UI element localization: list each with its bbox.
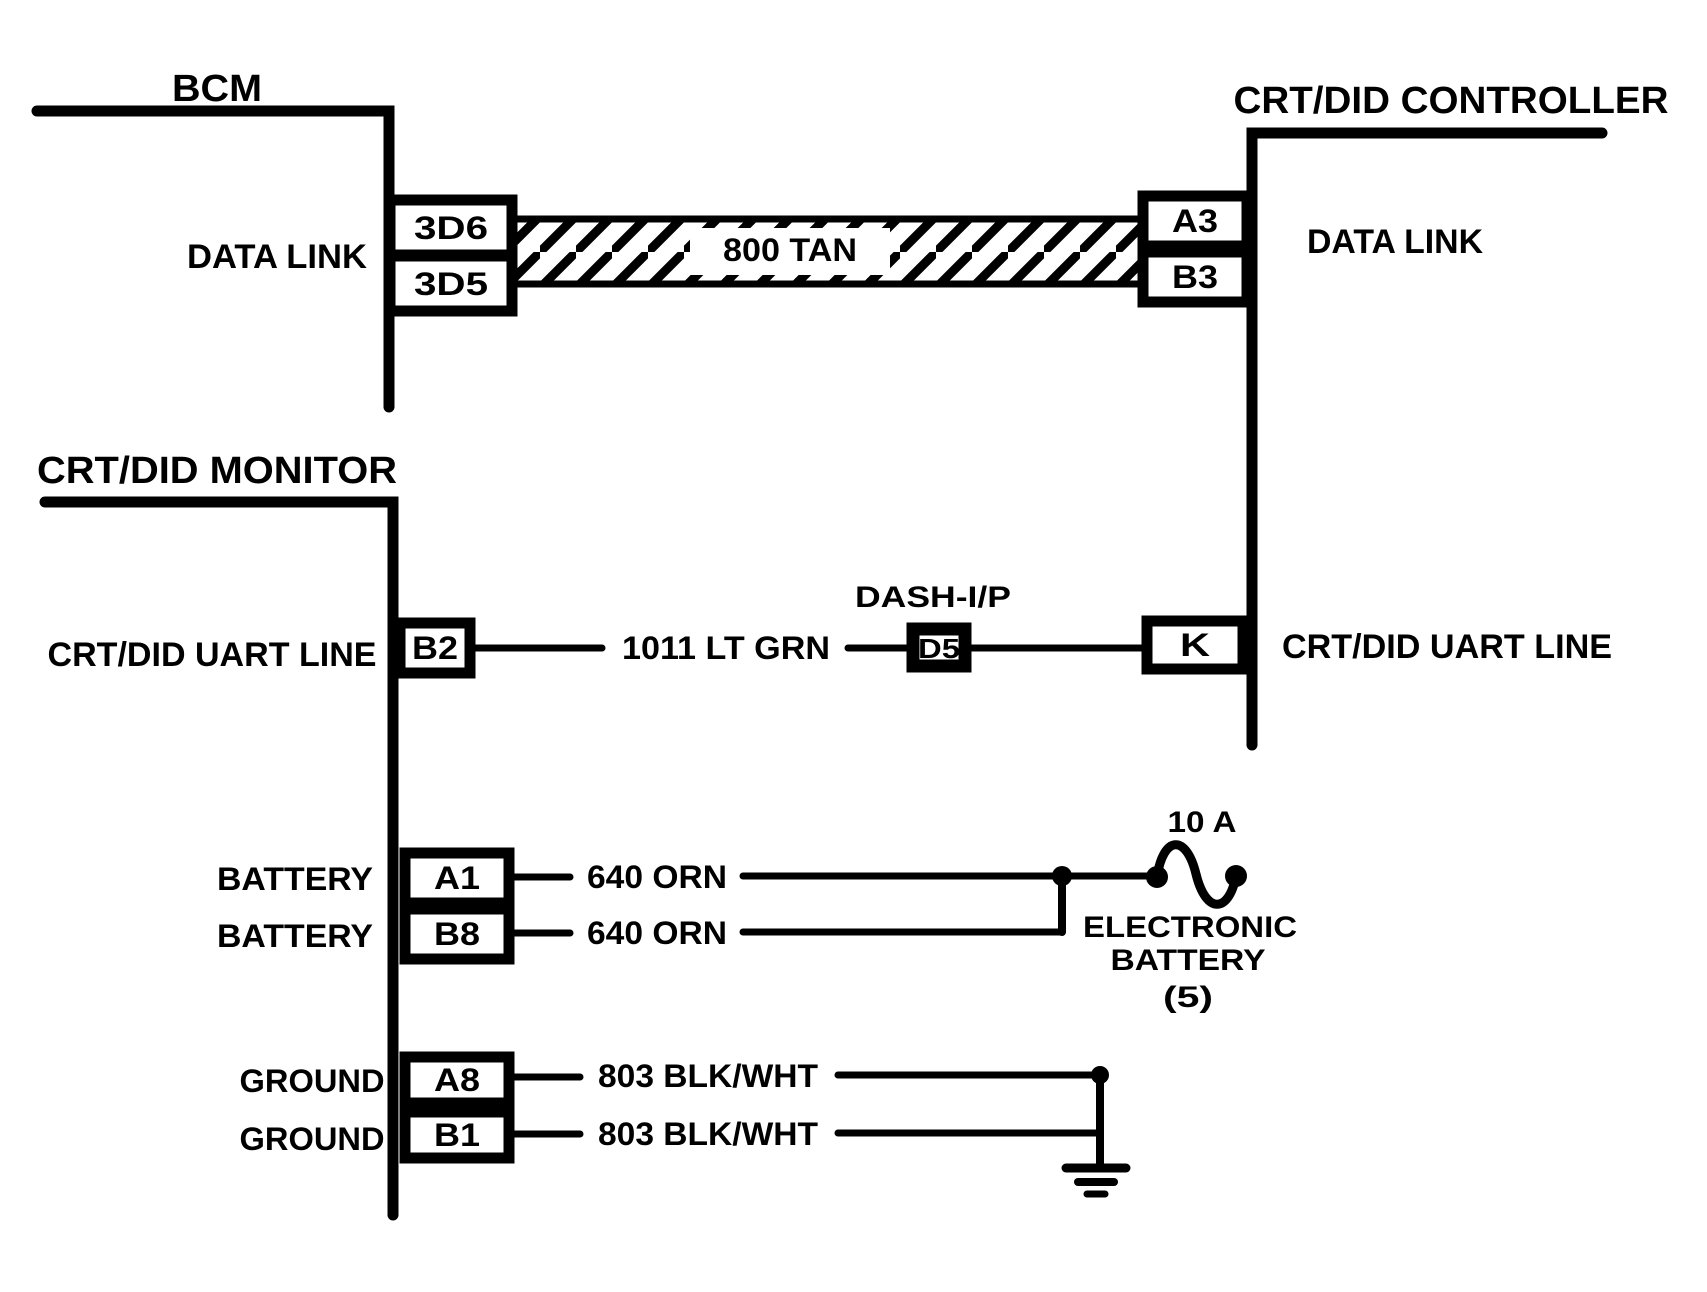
uart-wire-label: 1011 LT GRN <box>622 630 830 666</box>
ground-label-b1: GROUND <box>240 1121 385 1157</box>
ground-wire-a8-label: 803 BLK/WHT <box>598 1058 818 1094</box>
ground-wires: 803 BLK/WHT 803 BLK/WHT <box>510 1058 1131 1198</box>
pin-label-a8: A8 <box>434 1062 480 1098</box>
uart-wire: 1011 LT GRN DASH-I/P D5 <box>471 581 1145 673</box>
pin-box-b3 <box>1137 246 1253 308</box>
battery-wires: 640 ORN 640 ORN <box>510 859 1156 951</box>
pin-label-a1: A1 <box>434 860 480 896</box>
connector-box-d5 <box>906 622 972 673</box>
battery-label-a1: BATTERY <box>217 861 373 897</box>
connector-pin-label-d5: D5 <box>918 633 960 664</box>
battery-wire-b8-label: 640 ORN <box>587 915 727 951</box>
battery-wire-a1-label: 640 ORN <box>587 859 727 895</box>
pin-box-b1 <box>399 1106 515 1164</box>
pin-box-a3 <box>1137 190 1253 252</box>
pin-label-b8: B8 <box>434 916 480 952</box>
pin-label-a3: A3 <box>1172 203 1218 239</box>
fuse-name-line-1: ELECTRONIC <box>1083 911 1297 944</box>
pin-label-b2: B2 <box>412 630 458 666</box>
monitor-uart-line-label: CRT/DID UART LINE <box>48 636 377 674</box>
fuse-symbol: 10 A ELECTRONIC BATTERY (5) <box>1083 806 1297 1014</box>
monitor-component: CRT/DID MONITOR B2 CRT/DID UART LINE A1 … <box>37 450 515 1221</box>
controller-data-link-label: DATA LINK <box>1307 223 1483 261</box>
bcm-data-link-label: DATA LINK <box>187 238 367 276</box>
fuse-terminal-right <box>1225 865 1247 887</box>
pin-box-k <box>1141 615 1249 675</box>
pin-box-b8 <box>399 903 515 965</box>
pin-label-3d5: 3D5 <box>414 266 488 302</box>
data-link-wire-label: 800 TAN <box>723 232 857 268</box>
pin-label-b1: B1 <box>434 1117 480 1153</box>
pin-label-b3: B3 <box>1172 259 1218 295</box>
controller-component: CRT/DID CONTROLLER A3 B3 DATA LINK K CRT… <box>1137 80 1669 751</box>
fuse-name-line-3: (5) <box>1163 981 1213 1014</box>
bcm-component: BCM 3D6 3D5 DATA LINK <box>31 68 518 413</box>
fuse-name-line-2: BATTERY <box>1111 944 1266 977</box>
pin-box-b2 <box>394 617 476 679</box>
pin-label-k: K <box>1180 627 1210 663</box>
ground-symbol <box>1061 1163 1131 1198</box>
dash-ip-connector-label: DASH-I/P <box>855 581 1011 614</box>
monitor-title: CRT/DID MONITOR <box>37 450 397 492</box>
controller-outline <box>1246 127 1608 751</box>
pin-label-3d6: 3D6 <box>414 210 488 246</box>
fuse-rating-label: 10 A <box>1168 806 1237 839</box>
pin-box-a8 <box>399 1051 515 1109</box>
pin-box-3d6 <box>384 194 518 261</box>
data-link-wire-label-gap <box>690 228 890 275</box>
ground-label-a8: GROUND <box>240 1063 385 1099</box>
controller-title: CRT/DID CONTROLLER <box>1234 80 1669 122</box>
ground-wire-b1-label: 803 BLK/WHT <box>598 1116 818 1152</box>
monitor-outline <box>39 496 399 1221</box>
bcm-title: BCM <box>172 68 262 110</box>
data-link-wire: 800 TAN <box>496 215 1154 288</box>
battery-label-b8: BATTERY <box>217 918 373 954</box>
pin-box-3d5 <box>384 250 518 317</box>
fuse-element-curve <box>1152 840 1241 909</box>
pin-box-a1 <box>399 847 515 909</box>
controller-uart-line-label: CRT/DID UART LINE <box>1282 628 1612 666</box>
